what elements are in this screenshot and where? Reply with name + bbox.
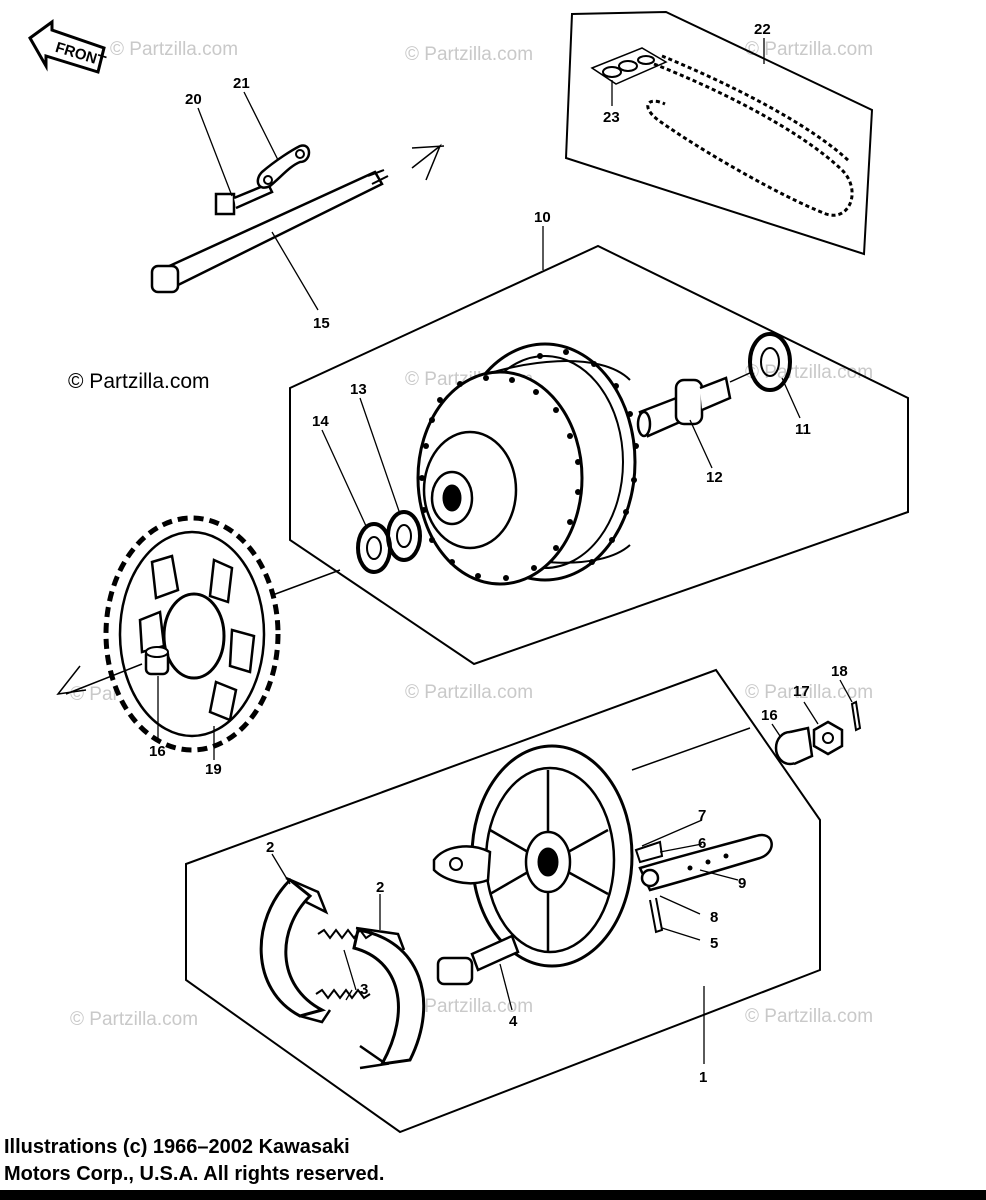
front-arrow-icon: FRONT [28, 19, 108, 74]
watermark-9: © Partzilla.com [70, 1009, 198, 1030]
callout-6: 6 [698, 835, 706, 852]
callout-2-right: 2 [376, 879, 384, 896]
watermark-2: © Partzilla.com [405, 44, 533, 65]
callout-22: 22 [754, 21, 771, 38]
drive-chain-icon [646, 54, 854, 217]
callout-9: 9 [738, 875, 746, 892]
callouts: 20 21 15 22 23 10 11 12 13 14 16 19 16 1… [149, 21, 848, 1086]
callout-20: 20 [185, 91, 202, 108]
watermark-3: © Partzilla.com [745, 39, 873, 60]
cotter-pin-icon [850, 700, 862, 732]
callout-1: 1 [699, 1069, 707, 1086]
callout-18: 18 [831, 663, 848, 680]
bearing-left-inner-icon [386, 510, 422, 562]
callout-16-right: 16 [761, 707, 778, 724]
copyright-line-1: Illustrations (c) 1966–2002 Kawasaki [4, 1136, 350, 1158]
hub-icon [416, 342, 637, 586]
arm-bolt-icon [634, 840, 664, 934]
bottom-bar [0, 1190, 986, 1200]
axle-group [150, 143, 445, 294]
collar-right-icon [774, 726, 814, 766]
leader-lines [157, 38, 853, 1064]
callout-15: 15 [313, 315, 330, 332]
callout-8: 8 [710, 909, 718, 926]
watermark-10: © Partzilla.com [405, 996, 533, 1017]
brake-spring-icon [315, 928, 373, 1000]
brake-shoe-right-icon [352, 926, 426, 1070]
axle-icon [150, 169, 389, 294]
callout-21: 21 [233, 75, 250, 92]
brake-group [185, 668, 862, 1134]
collar-icon [144, 646, 170, 676]
callout-2-left: 2 [266, 839, 274, 856]
watermark-dark: © Partzilla.com [68, 370, 210, 393]
hub-group [269, 244, 909, 666]
callout-10: 10 [534, 209, 551, 226]
watermark-5: © Partzilla.com [745, 362, 873, 383]
callout-13: 13 [350, 381, 367, 398]
callout-19: 19 [205, 761, 222, 778]
hub-spoke-holes-icon [419, 349, 639, 581]
spacer-icon [636, 376, 732, 438]
brake-panel-icon [432, 744, 634, 968]
watermark-8: © Partzilla.com [745, 682, 873, 703]
callout-7: 7 [698, 807, 706, 824]
callout-3: 3 [360, 981, 368, 998]
watermark-7: © Partzilla.com [405, 682, 533, 703]
callout-17: 17 [793, 683, 810, 700]
brake-arm-icon [638, 833, 773, 892]
watermark-1: © Partzilla.com [110, 39, 238, 60]
callout-14: 14 [312, 413, 329, 430]
callout-11: 11 [795, 421, 811, 438]
sprocket-icon [103, 515, 281, 753]
bearing-right-icon [748, 332, 792, 392]
plate-icon [256, 144, 311, 189]
callout-23: 23 [603, 109, 620, 126]
chain-group [564, 10, 874, 256]
brake-shoe-left-icon [259, 876, 332, 1024]
callout-16-left: 16 [149, 743, 166, 760]
brake-cam-icon [436, 934, 520, 986]
callout-12: 12 [706, 469, 723, 486]
callout-4: 4 [509, 1013, 518, 1030]
sprocket-group [56, 515, 281, 753]
callout-5: 5 [710, 935, 718, 952]
bolt-icon [214, 182, 274, 216]
master-link-icon [602, 55, 655, 78]
watermark-11: © Partzilla.com [745, 1006, 873, 1027]
nut-icon [812, 720, 844, 756]
copyright-notice: Illustrations (c) 1966–2002 Kawasaki Mot… [4, 1134, 704, 1188]
bearing-left-outer-icon [356, 522, 392, 574]
copyright-line-2: Motors Corp., U.S.A. All rights reserved… [4, 1163, 385, 1185]
